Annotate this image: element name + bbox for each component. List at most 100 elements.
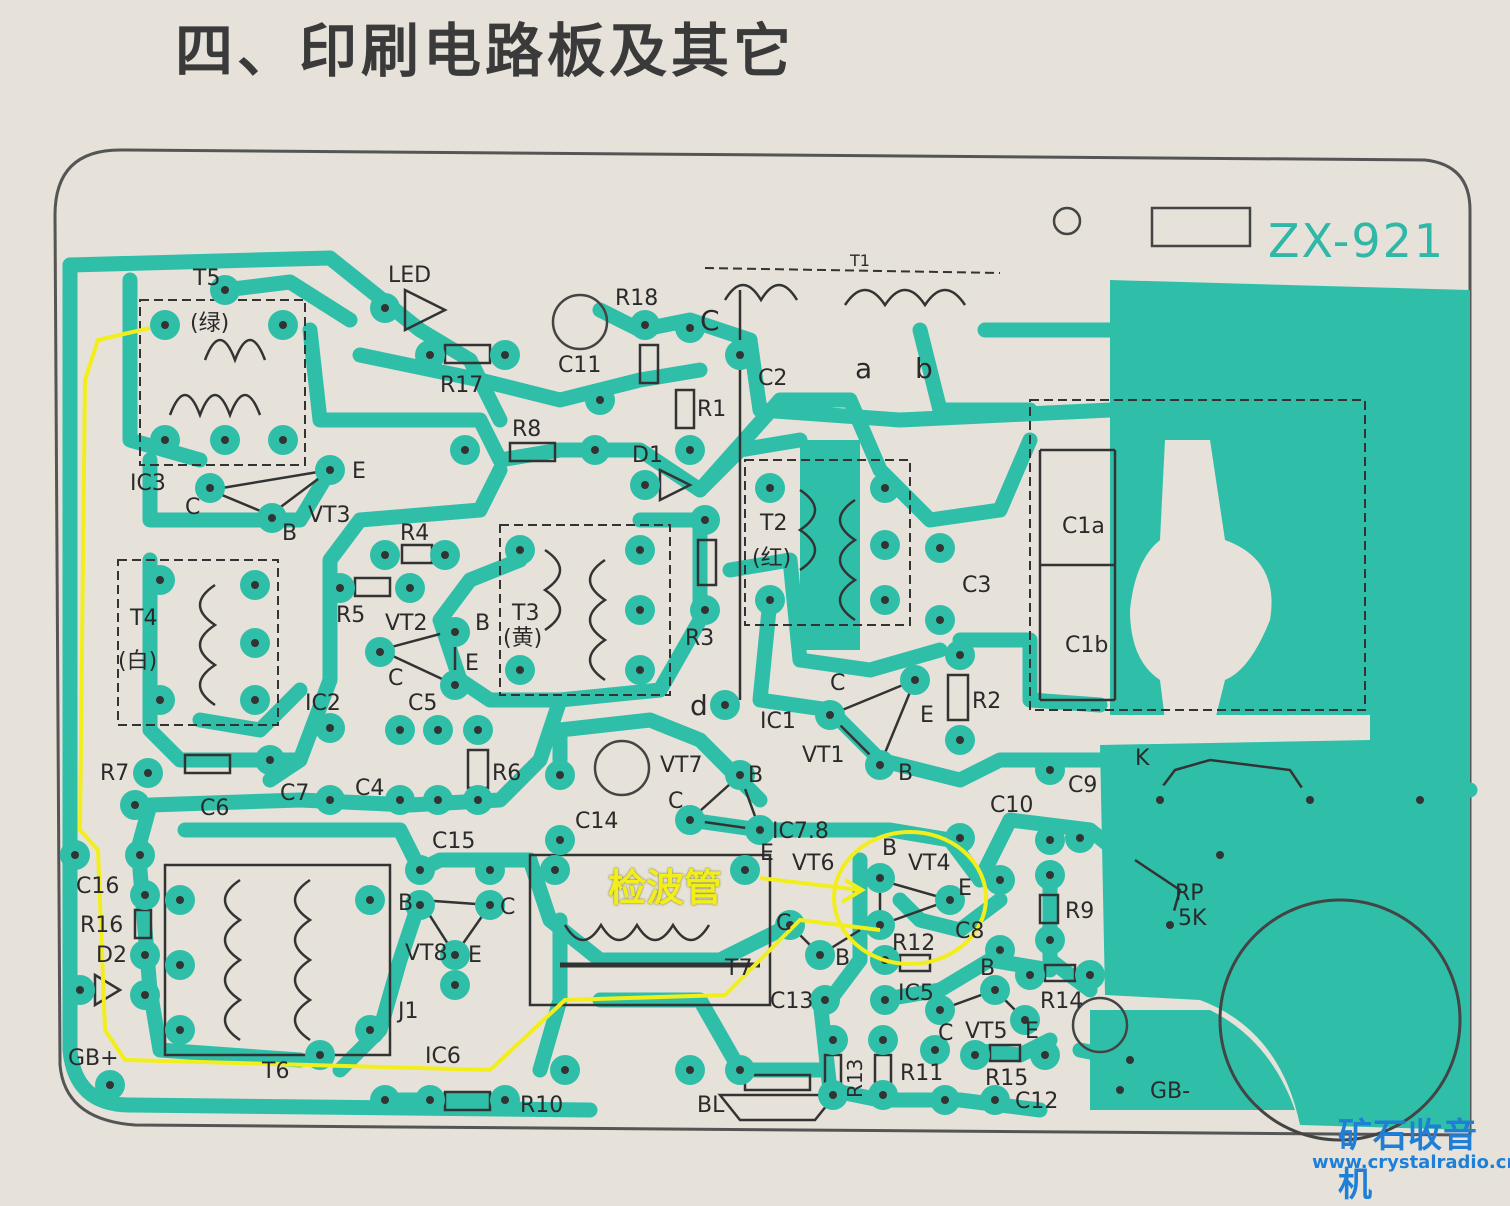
label-C8: C8	[955, 919, 984, 944]
marker-rectangle	[1150, 206, 1252, 248]
solder-pads	[60, 275, 1435, 1115]
label-B-vt7: B	[748, 763, 763, 788]
label-C11: C11	[558, 353, 601, 378]
label-R17: R17	[440, 373, 483, 398]
label-bai: (白)	[118, 649, 157, 674]
label-VT5: VT5	[965, 1019, 1008, 1044]
label-C15: C15	[432, 829, 475, 854]
label-R1: R1	[697, 397, 726, 422]
label-IC1: IC1	[760, 709, 796, 734]
label-IC78: IC7.8	[772, 819, 829, 844]
label-R5: R5	[336, 603, 365, 628]
label-T5: T5	[192, 266, 220, 291]
pcb-layout: T5 (绿) LED R18 R17 C11 C C2 R1 T1 a b R8…	[53, 148, 1478, 1142]
label-IC6: IC6	[425, 1044, 461, 1069]
label-hong: (红)	[752, 546, 791, 571]
label-C3: C3	[962, 573, 991, 598]
highlight-overlay	[77, 326, 988, 1073]
label-R15: R15	[985, 1066, 1028, 1091]
label-D1: D1	[632, 443, 663, 468]
label-C2: C2	[758, 366, 787, 391]
label-T3: T3	[511, 601, 539, 626]
label-B-vt8: B	[398, 891, 413, 916]
label-C7: C7	[280, 781, 309, 806]
label-huang: (黄)	[503, 626, 542, 651]
label-T4: T4	[129, 606, 157, 631]
label-C-vt8: C	[500, 895, 515, 920]
label-R3: R3	[685, 626, 714, 651]
label-B-vt2: B	[475, 611, 490, 636]
label-E-vt5: E	[1025, 1019, 1039, 1044]
page-title: 四、印刷电路板及其它	[175, 17, 796, 85]
component-labels: T5 (绿) LED R18 R17 C11 C C2 R1 T1 a b R8…	[68, 251, 1207, 1118]
detector-note: 检波管	[608, 866, 723, 910]
label-R6: R6	[492, 761, 521, 786]
label-R4: R4	[400, 521, 429, 546]
label-E-vt8: E	[468, 943, 482, 968]
label-K: K	[1135, 746, 1150, 771]
label-B-vt6: B	[835, 946, 850, 971]
label-VT3: VT3	[308, 503, 351, 528]
label-T2: T2	[759, 511, 787, 536]
label-C1a: C1a	[1062, 514, 1105, 539]
pcb-scan: 四、印刷电路板及其它 ZX-921	[53, 17, 1510, 1205]
label-C-vt6: C	[776, 911, 791, 936]
label-GBp: GB+	[68, 1046, 119, 1071]
label-VT1: VT1	[802, 743, 845, 768]
label-IC2: IC2	[305, 691, 341, 716]
label-d: d	[690, 689, 708, 722]
label-C12: C12	[1015, 1089, 1058, 1114]
label-T6: T6	[261, 1059, 289, 1084]
label-C10: C10	[990, 793, 1033, 818]
dial-circle	[1218, 898, 1462, 1142]
watermark-url: www.crystalradio.cn	[1312, 1152, 1510, 1173]
label-IC3: IC3	[130, 471, 166, 496]
label-R11: R11	[900, 1061, 943, 1086]
label-C: C	[700, 304, 720, 337]
label-R18: R18	[615, 286, 658, 311]
label-T1: T1	[849, 251, 870, 270]
component-outlines	[117, 267, 1366, 726]
label-LED: LED	[388, 263, 431, 288]
label-C-vt3: C	[185, 495, 200, 520]
label-E-vt2: E	[465, 651, 479, 676]
label-RP5K: 5K	[1178, 906, 1207, 931]
label-C-vt7: C	[668, 789, 683, 814]
label-IC5: IC5	[898, 981, 934, 1006]
label-VT6: VT6	[792, 851, 835, 876]
label-R2: R2	[972, 689, 1001, 714]
label-R13: R13	[843, 1059, 867, 1098]
label-C14: C14	[575, 809, 618, 834]
label-C-vt1: C	[830, 671, 845, 696]
label-C5: C5	[408, 691, 437, 716]
label-D2: D2	[96, 943, 127, 968]
label-a: a	[855, 352, 872, 385]
tuning-cap-window	[1130, 440, 1272, 720]
label-B-vt1: B	[898, 761, 913, 786]
label-C9: C9	[1068, 773, 1097, 798]
paper-circles	[551, 293, 1129, 1054]
label-C13: C13	[770, 989, 813, 1014]
label-VT7: VT7	[660, 753, 703, 778]
label-B-vt4: B	[882, 836, 897, 861]
label-BL: BL	[697, 1093, 725, 1118]
label-b: b	[915, 352, 933, 385]
label-R10: R10	[520, 1093, 563, 1118]
copper-areas	[800, 280, 1470, 1130]
label-C-vt2: C	[388, 666, 403, 691]
label-R14: R14	[1040, 989, 1083, 1014]
label-R16: R16	[80, 913, 123, 938]
label-B-vt3: B	[282, 521, 297, 546]
label-R9: R9	[1065, 899, 1094, 924]
label-E-vt3: E	[352, 459, 366, 484]
coil-drawings	[93, 283, 967, 1122]
label-E-vt1: E	[920, 703, 934, 728]
label-lv: (绿)	[190, 311, 229, 336]
label-J1: J1	[396, 999, 419, 1024]
label-C6: C6	[200, 796, 229, 821]
model-number: ZX-921	[1268, 214, 1446, 268]
label-GBm: GB-	[1150, 1079, 1190, 1104]
label-VT4: VT4	[908, 851, 951, 876]
mounting-hole	[1052, 206, 1082, 236]
label-C-vt5: C	[938, 1021, 953, 1046]
